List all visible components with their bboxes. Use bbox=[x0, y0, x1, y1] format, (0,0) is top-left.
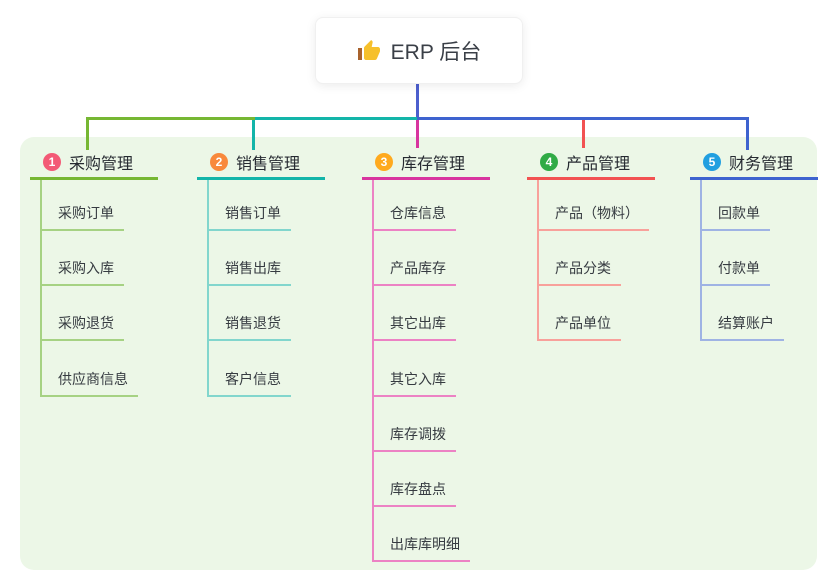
connector-line bbox=[416, 82, 419, 117]
child-node-label: 库存盘点 bbox=[390, 481, 446, 497]
child-node[interactable]: 回款单 bbox=[700, 203, 770, 231]
branch-connector-line bbox=[537, 180, 539, 342]
branches-panel bbox=[20, 137, 817, 570]
child-node[interactable]: 销售订单 bbox=[207, 203, 291, 231]
child-node[interactable]: 付款单 bbox=[700, 258, 770, 287]
connector-line bbox=[745, 120, 749, 150]
branch-title[interactable]: 3 库存管理 bbox=[362, 149, 490, 180]
branch-2: 2 销售管理销售订单销售出库销售退货客户信息 bbox=[197, 149, 363, 397]
branch-connector-line bbox=[207, 180, 209, 397]
child-node[interactable]: 结算账户 bbox=[700, 313, 784, 342]
connector-line bbox=[251, 120, 255, 150]
branch-label: 库存管理 bbox=[401, 155, 466, 173]
child-node-label: 采购订单 bbox=[58, 205, 114, 221]
connector-line bbox=[255, 117, 417, 120]
child-node-label: 仓库信息 bbox=[390, 205, 446, 221]
child-node[interactable]: 销售出库 bbox=[207, 258, 291, 287]
child-node-label: 供应商信息 bbox=[58, 370, 128, 387]
child-node-label: 回款单 bbox=[718, 205, 760, 221]
child-node[interactable]: 采购订单 bbox=[40, 203, 124, 231]
branch-title[interactable]: 4 产品管理 bbox=[527, 149, 655, 180]
child-node[interactable]: 客户信息 bbox=[207, 369, 291, 397]
branch-number-badge: 2 bbox=[210, 152, 228, 171]
child-node[interactable]: 其它出库 bbox=[372, 313, 456, 342]
child-node[interactable]: 采购退货 bbox=[40, 313, 124, 342]
branch-number-badge: 1 bbox=[43, 152, 61, 171]
child-node[interactable]: 产品单位 bbox=[537, 313, 621, 342]
child-node[interactable]: 仓库信息 bbox=[372, 203, 456, 231]
child-node-label: 产品库存 bbox=[390, 260, 446, 277]
child-node[interactable]: 销售退货 bbox=[207, 313, 291, 342]
child-node-label: 付款单 bbox=[718, 260, 760, 277]
branch-connector-line bbox=[372, 180, 374, 563]
child-node-label: 采购入库 bbox=[58, 260, 114, 277]
child-node[interactable]: 采购入库 bbox=[40, 258, 124, 287]
child-node-label: 出库库明细 bbox=[390, 536, 460, 553]
child-node[interactable]: 库存盘点 bbox=[372, 479, 456, 507]
branch-number-badge: 3 bbox=[375, 152, 393, 171]
connector-line bbox=[415, 120, 419, 148]
child-node-label: 其它入库 bbox=[390, 370, 446, 387]
branch-3: 3 库存管理仓库信息产品库存其它出库其它入库库存调拨库存盘点出库库明细 bbox=[362, 149, 528, 563]
branch-label: 产品管理 bbox=[566, 155, 631, 173]
child-node-label: 采购退货 bbox=[58, 315, 114, 332]
child-node[interactable]: 产品库存 bbox=[372, 258, 456, 287]
child-node-label: 产品分类 bbox=[555, 260, 611, 277]
branch-1: 1 采购管理采购订单采购入库采购退货供应商信息 bbox=[30, 149, 196, 397]
child-node-label: 产品（物料） bbox=[555, 205, 639, 221]
branch-connector-line bbox=[700, 180, 702, 342]
child-node[interactable]: 其它入库 bbox=[372, 369, 456, 397]
branch-title[interactable]: 1 采购管理 bbox=[30, 149, 158, 180]
child-node[interactable]: 产品（物料） bbox=[537, 203, 649, 231]
connector-line bbox=[85, 120, 89, 150]
branch-title[interactable]: 2 销售管理 bbox=[197, 149, 325, 180]
branch-label: 采购管理 bbox=[69, 155, 134, 173]
child-node[interactable]: 库存调拨 bbox=[372, 424, 456, 452]
root-node-label: ERP 后台 bbox=[390, 40, 482, 64]
branch-label: 财务管理 bbox=[729, 155, 794, 173]
child-node[interactable]: 产品分类 bbox=[537, 258, 621, 287]
connector-line bbox=[417, 117, 749, 120]
branch-4: 4 产品管理产品（物料） 产品分类产品单位 bbox=[527, 149, 693, 342]
child-node-label: 销售订单 bbox=[225, 205, 281, 221]
child-node-label: 结算账户 bbox=[718, 315, 774, 332]
child-node-label: 产品单位 bbox=[555, 315, 611, 332]
branch-number-badge: 4 bbox=[540, 152, 558, 171]
branch-5: 5 财务管理回款单付款单结算账户 bbox=[690, 149, 839, 342]
thumbs-up-icon bbox=[357, 39, 381, 63]
branch-title[interactable]: 5 财务管理 bbox=[690, 149, 818, 180]
connector-line bbox=[581, 120, 585, 148]
child-node[interactable]: 出库库明细 bbox=[372, 534, 470, 563]
root-node[interactable]: ERP 后台 bbox=[315, 17, 523, 84]
branch-label: 销售管理 bbox=[236, 155, 301, 173]
child-node-label: 客户信息 bbox=[225, 370, 281, 387]
branch-connector-line bbox=[40, 180, 42, 397]
branch-number-badge: 5 bbox=[703, 152, 721, 171]
connector-line bbox=[85, 117, 255, 120]
child-node-label: 销售出库 bbox=[225, 260, 281, 277]
child-node-label: 库存调拨 bbox=[390, 425, 446, 442]
child-node-label: 销售退货 bbox=[225, 315, 281, 332]
child-node[interactable]: 供应商信息 bbox=[40, 369, 138, 397]
child-node-label: 其它出库 bbox=[390, 315, 446, 332]
